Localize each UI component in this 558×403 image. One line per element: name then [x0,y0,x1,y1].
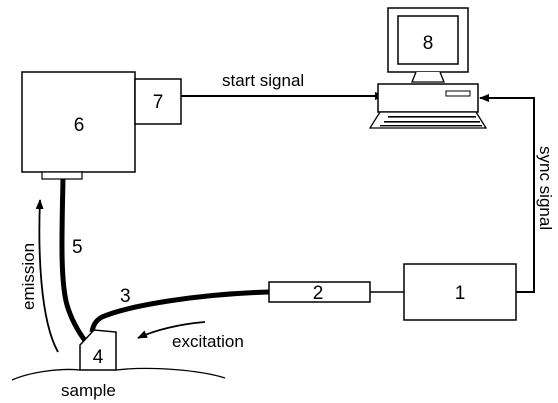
keyboard-keys [380,116,482,127]
computer-number: 8 [423,33,434,54]
detector-box [21,71,136,173]
timing-box [134,78,182,125]
sync-signal-label: sync signal [536,146,555,230]
sync-signal-line [479,94,535,293]
excitation-fiber-number: 3 [120,286,131,307]
emission-fiber [59,178,89,344]
monitor-screen [397,15,459,65]
computer-drive [445,90,471,97]
excitation-fiber [89,289,270,333]
excitation-arrow [137,321,206,339]
emission-arrow [35,199,59,353]
probe-head [79,329,117,371]
timing-box-number: 7 [153,92,164,113]
emission-label: emission [19,243,38,310]
detector-number: 6 [74,115,85,136]
start-signal-label: start signal [222,71,304,90]
detector-port [41,171,83,180]
monitor-stand [411,71,445,83]
computer-base [377,83,479,113]
emission-fiber-number: 5 [72,237,83,258]
light-source-box [403,263,517,321]
excitation-label: excitation [172,332,244,351]
coupler-number: 2 [313,283,324,304]
probe-number: 4 [93,347,104,368]
sample-surface [11,367,226,381]
sample-label: sample [61,381,116,400]
light-source-number: 1 [455,283,466,304]
